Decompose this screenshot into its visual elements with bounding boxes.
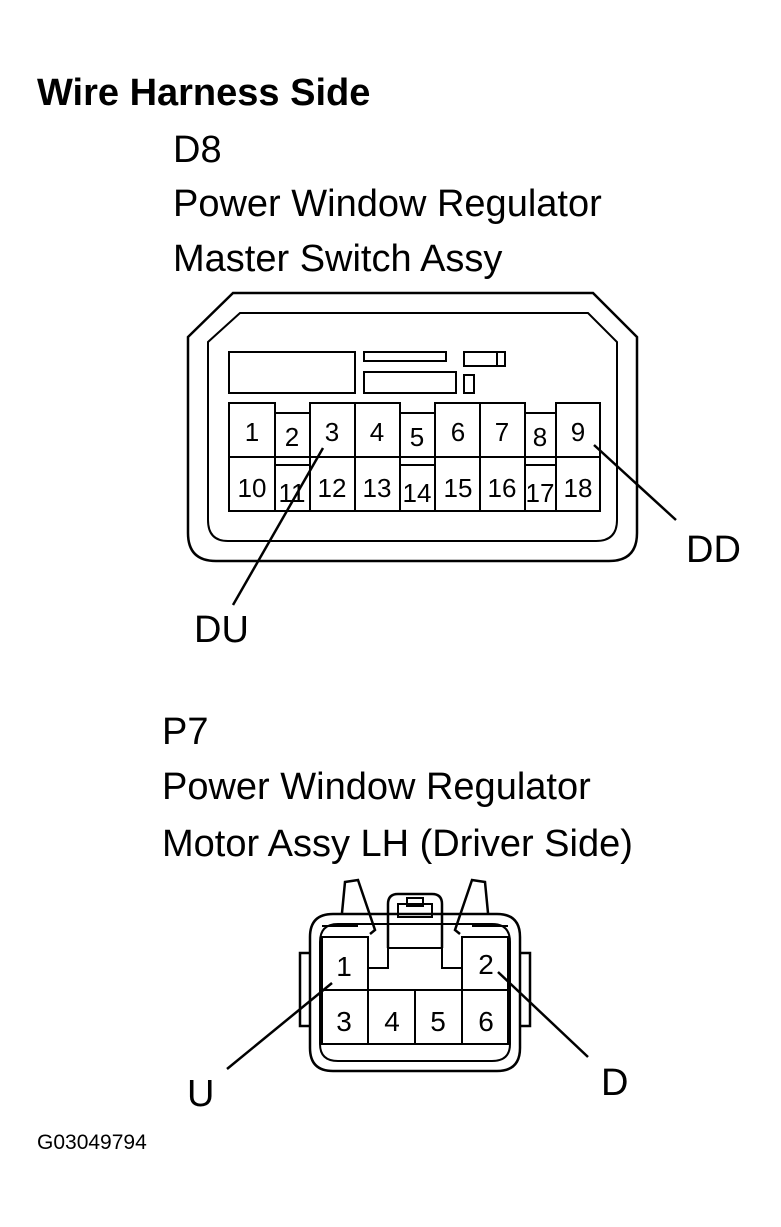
d8-key-slot <box>363 351 447 362</box>
p7-pin-label: 4 <box>384 1006 400 1037</box>
p7-pin-label: 2 <box>478 949 494 980</box>
d8-pin-label: 6 <box>451 417 465 447</box>
d8-key-latch <box>463 374 475 394</box>
d8-key-slot <box>363 371 457 394</box>
d8-connector-body <box>186 291 639 563</box>
d-leader-line <box>497 971 589 1058</box>
d8-pin-label: 9 <box>571 417 585 447</box>
d-callout-label: D <box>601 1062 628 1104</box>
p7-connector-name-line2: Motor Assy LH (Driver Side) <box>162 823 633 865</box>
d8-pin-label: 5 <box>410 422 424 452</box>
d8-connector-name-line2: Master Switch Assy <box>173 238 503 280</box>
d8-pin-label: 15 <box>444 473 473 503</box>
du-callout-label: DU <box>194 609 249 651</box>
u-callout-label: U <box>187 1073 214 1115</box>
d8-pin-label: 10 <box>238 473 267 503</box>
d8-pin-label: 2 <box>285 422 299 452</box>
p7-pin-grid <box>321 936 509 1045</box>
d8-pin-label: 18 <box>564 473 593 503</box>
d8-key-block <box>228 351 356 394</box>
dd-leader-line <box>593 444 677 521</box>
d8-connector-name-line1: Power Window Regulator <box>173 183 602 225</box>
d8-connector-code: D8 <box>173 129 222 171</box>
figure-code: G03049794 <box>37 1131 147 1154</box>
p7-connector-body <box>298 878 532 1073</box>
du-leader-line <box>231 447 325 606</box>
p7-connector-name-line1: Power Window Regulator <box>162 766 591 808</box>
p7-connector-code: P7 <box>162 711 209 753</box>
p7-pin-label: 1 <box>336 951 352 982</box>
d8-pin-label: 7 <box>495 417 509 447</box>
d8-key-latch <box>463 351 506 367</box>
p7-pin-label: 3 <box>336 1006 352 1037</box>
d8-pin-label: 4 <box>370 417 384 447</box>
p7-pin-label: 5 <box>430 1006 446 1037</box>
d8-pin-label: 8 <box>533 422 547 452</box>
u-leader-line <box>226 982 333 1070</box>
d8-pin-label: 14 <box>403 478 432 508</box>
d8-pin-label: 3 <box>325 417 339 447</box>
d8-pin-label: 13 <box>363 473 392 503</box>
p7-pin-label: 6 <box>478 1006 494 1037</box>
d8-pin-grid <box>228 402 601 512</box>
d8-pin-label: 17 <box>526 478 555 508</box>
dd-callout-label: DD <box>686 529 741 571</box>
d8-pin-label: 16 <box>488 473 517 503</box>
page-title: Wire Harness Side <box>37 72 371 114</box>
d8-pin-label: 12 <box>318 473 347 503</box>
d8-pin-label: 1 <box>245 417 259 447</box>
